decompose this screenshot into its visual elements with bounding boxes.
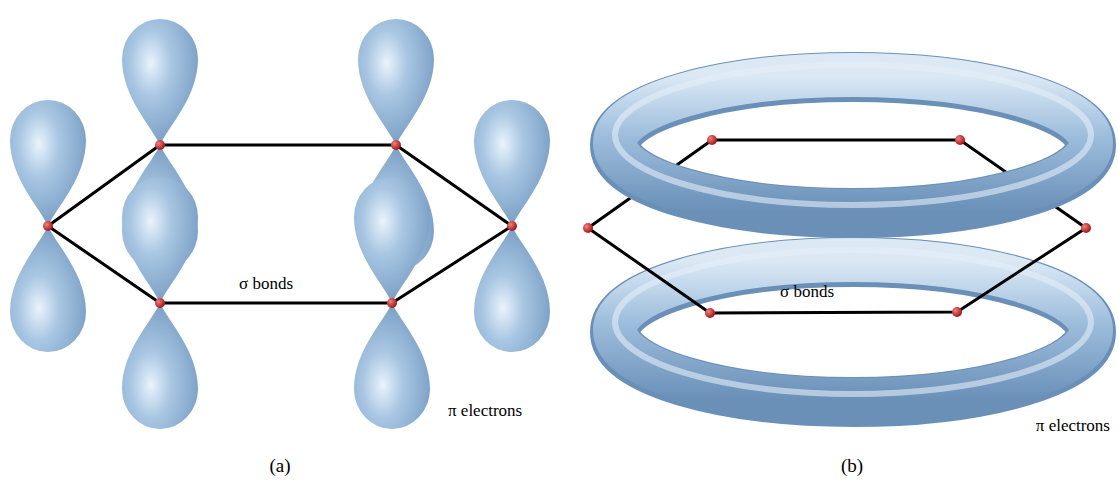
bond-label: σ bonds <box>780 283 834 302</box>
orbital-label: π electrons <box>448 402 522 421</box>
p-orbitals <box>10 19 550 429</box>
carbon-atoms <box>43 140 517 308</box>
bond-label: σ bonds <box>239 275 293 294</box>
sigma-hexagon <box>48 145 512 303</box>
orbital-label: π electrons <box>1036 417 1110 436</box>
panel-label: (b) <box>841 456 863 477</box>
upper-pi-ring <box>615 65 1091 213</box>
panel-label: (a) <box>269 456 290 477</box>
